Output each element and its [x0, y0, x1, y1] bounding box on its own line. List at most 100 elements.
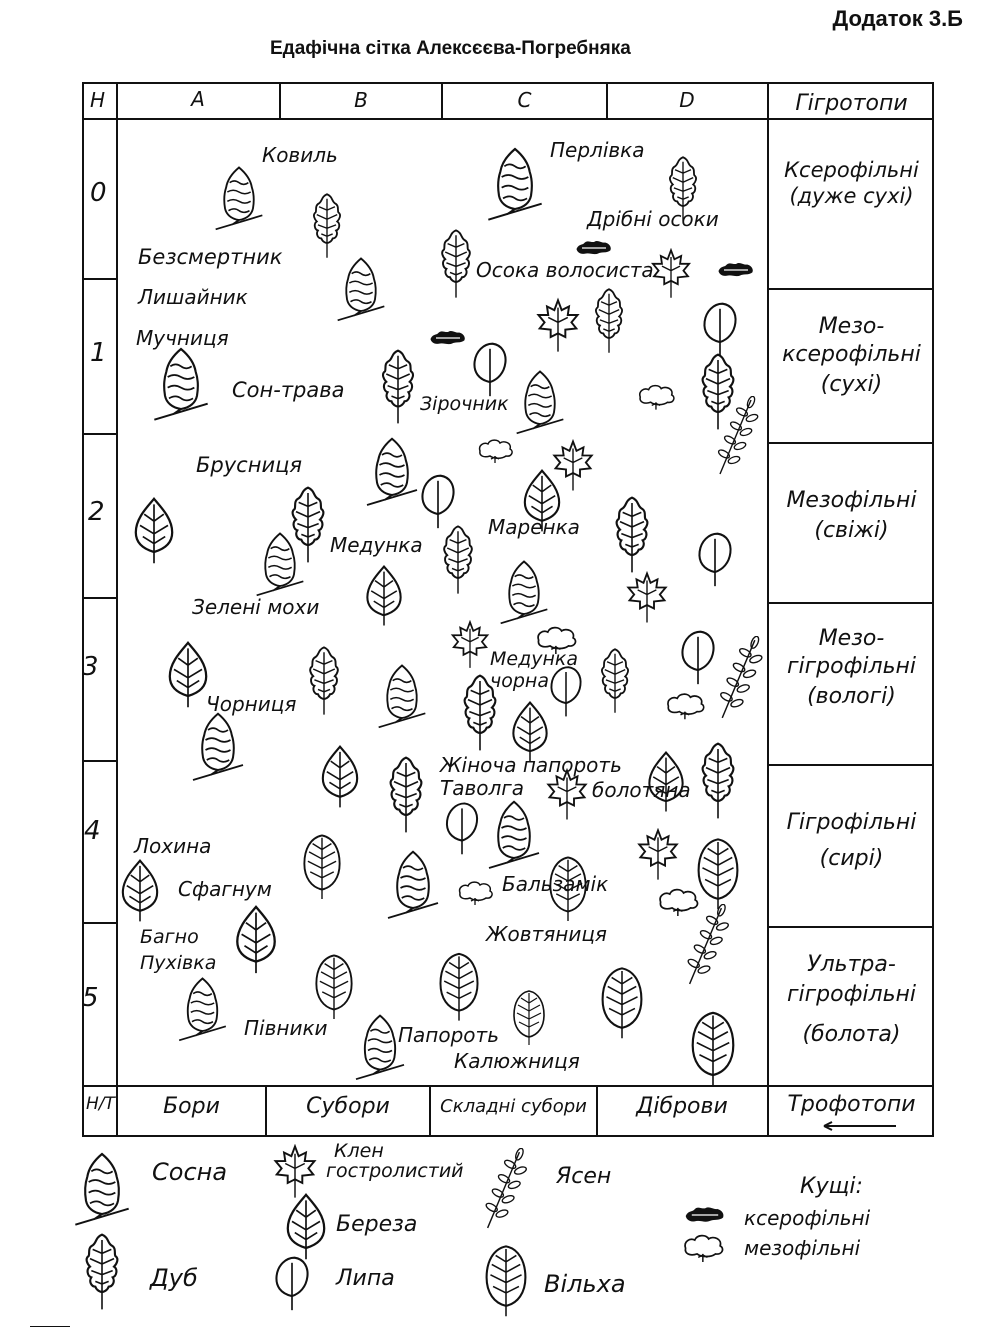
- grid-divider: [82, 118, 934, 120]
- plant-label-marenka: Маренка: [488, 515, 580, 539]
- grid-divider: [279, 82, 281, 120]
- legend-ash-label: Ясен: [556, 1164, 612, 1189]
- row-label-3: 3: [82, 652, 99, 682]
- grid-divider: [82, 597, 118, 599]
- pine-icon: [73, 1152, 131, 1227]
- hygrotope-0-line1: Ксерофільні: [784, 158, 919, 182]
- alder-icon: [485, 1245, 527, 1318]
- trophotope-subory: Субори: [306, 1094, 390, 1119]
- hygrotope-1-line3: (сухі): [820, 372, 883, 397]
- footer-corner: Н/Т: [86, 1094, 115, 1114]
- hygrotope-5-line1: Ультра-: [807, 952, 896, 977]
- hygrotope-5-line3: (болота): [802, 1022, 901, 1047]
- column-header-c: С: [517, 88, 532, 112]
- grid-divider: [767, 82, 769, 1137]
- legend-maple-label-2: гостролистий: [326, 1160, 464, 1182]
- hygrotope-4-line2: (сирі): [819, 846, 884, 871]
- grid-divider: [596, 1085, 598, 1137]
- hygrotope-1-line1: Мезо-: [818, 314, 885, 339]
- header-corner: Н: [90, 88, 106, 112]
- column-header-d: D: [679, 88, 695, 112]
- grid-divider: [767, 602, 934, 604]
- hygrotope-4-line1: Гігрофільні: [786, 810, 917, 835]
- legend-shrubs-meso-label: мезофільні: [744, 1236, 861, 1260]
- grid-divider: [441, 82, 443, 120]
- trophotope-bory: Бори: [163, 1094, 220, 1119]
- row-label-4: 4: [84, 816, 101, 846]
- plant-label-zirochnyk: Зірочник: [420, 393, 509, 415]
- plant-label-lokhyna: Лохина: [134, 834, 212, 858]
- grid-divider: [82, 278, 118, 280]
- row-label-2: 2: [88, 497, 105, 527]
- grid-divider: [82, 922, 118, 924]
- plant-label-dribni-osoky: Дрібні осоки: [587, 207, 719, 231]
- annex-label: Додаток 3.Б: [832, 6, 964, 31]
- plant-label-chorna: чорна: [490, 670, 549, 692]
- footnote-rule: [30, 1326, 70, 1327]
- xero-shrub-icon: [685, 1207, 724, 1223]
- plant-label-muchnytsia: Мучниця: [136, 326, 229, 350]
- shrub-icon: [684, 1234, 724, 1262]
- plant-label-tavolga: Таволга: [440, 776, 525, 800]
- grid-divider: [767, 288, 934, 290]
- plant-label-bahno: Багно: [140, 926, 199, 948]
- plant-label-lyshainyk: Лишайник: [138, 285, 248, 309]
- plant-label-perlivka: Перлівка: [550, 138, 645, 162]
- grid-divider: [767, 764, 934, 766]
- hygrotope-0-line2: (дуже сухі): [789, 184, 914, 208]
- column-header-b: В: [354, 88, 368, 112]
- plant-label-zeleni-mokhy: Зелені мохи: [192, 595, 320, 619]
- grid-divider: [82, 760, 118, 762]
- hygrotope-5-line2: гігрофільні: [786, 982, 917, 1007]
- plant-label-pivnyky: Півники: [244, 1016, 328, 1040]
- grid-divider: [767, 926, 934, 928]
- arrow-left-icon: [823, 1121, 896, 1131]
- column-header-a: А: [191, 87, 205, 111]
- row-label-0: 0: [90, 178, 107, 208]
- plant-label-paporot: Папороть: [398, 1023, 499, 1047]
- grid-divider: [116, 82, 118, 1137]
- hygrotope-2-line2: (свіжі): [814, 518, 889, 543]
- grid-frame: [82, 82, 934, 1137]
- grid-divider: [767, 442, 934, 444]
- hygrotope-2-line1: Мезофільні: [786, 488, 917, 513]
- plant-label-brusnytsia: Брусниця: [196, 453, 303, 477]
- legend-shrubs-title: Кущі:: [800, 1174, 863, 1199]
- hygrotope-1-line2: ксерофільні: [782, 342, 921, 367]
- linden-icon: [275, 1256, 309, 1312]
- plant-label-pukhivka: Пухівка: [140, 952, 217, 974]
- page-title: Едафічна сітка Алексєєва-Погребняка: [270, 38, 631, 59]
- legend-shrubs-xero-label: ксерофільні: [744, 1206, 871, 1230]
- legend-birch-label: Береза: [336, 1212, 418, 1237]
- hygrotopes-header: Гігротопи: [795, 91, 908, 116]
- plant-label-bezsmertnyk: Безсмертник: [138, 245, 283, 269]
- legend-alder-label: Вільха: [544, 1270, 626, 1298]
- hygrotope-3-line3: (вологі): [807, 684, 896, 709]
- hygrotope-3-line1: Мезо-: [818, 626, 885, 651]
- trophotope-dibrovy: Діброви: [636, 1094, 728, 1119]
- birch-icon: [286, 1193, 326, 1261]
- plant-label-osoka-volosysta: Осока волосиста: [476, 258, 654, 282]
- row-label-5: 5: [82, 983, 99, 1013]
- maple-icon: [274, 1145, 316, 1199]
- hygrotope-3-line2: гігрофільні: [786, 654, 917, 679]
- plant-label-chornytsia: Чорниця: [206, 692, 297, 716]
- row-label-1: 1: [90, 338, 107, 368]
- grid-divider: [429, 1085, 431, 1137]
- oak-icon: [85, 1233, 119, 1311]
- grid-divider: [265, 1085, 267, 1137]
- legend-pine-label: Сосна: [152, 1158, 228, 1186]
- plant-label-kaliuzhnytsia: Калюжниця: [454, 1049, 580, 1073]
- plant-label-zhinocha-paporot: Жіноча папороть: [440, 753, 622, 777]
- ash-icon: [483, 1148, 529, 1229]
- plant-label-zhovtianytsia: Жовтяниця: [486, 922, 607, 946]
- plant-label-son-trava: Сон-трава: [232, 378, 345, 402]
- legend-linden-label: Липа: [336, 1266, 395, 1291]
- grid-divider: [606, 82, 608, 120]
- grid-divider: [82, 433, 118, 435]
- legend-maple-label-1: Клен: [334, 1140, 384, 1162]
- plant-label-kovyl: Ковиль: [262, 143, 338, 167]
- trophotope-skladni-subory: Складні субори: [440, 1096, 587, 1117]
- trophotopes-label: Трофотопи: [787, 1092, 916, 1117]
